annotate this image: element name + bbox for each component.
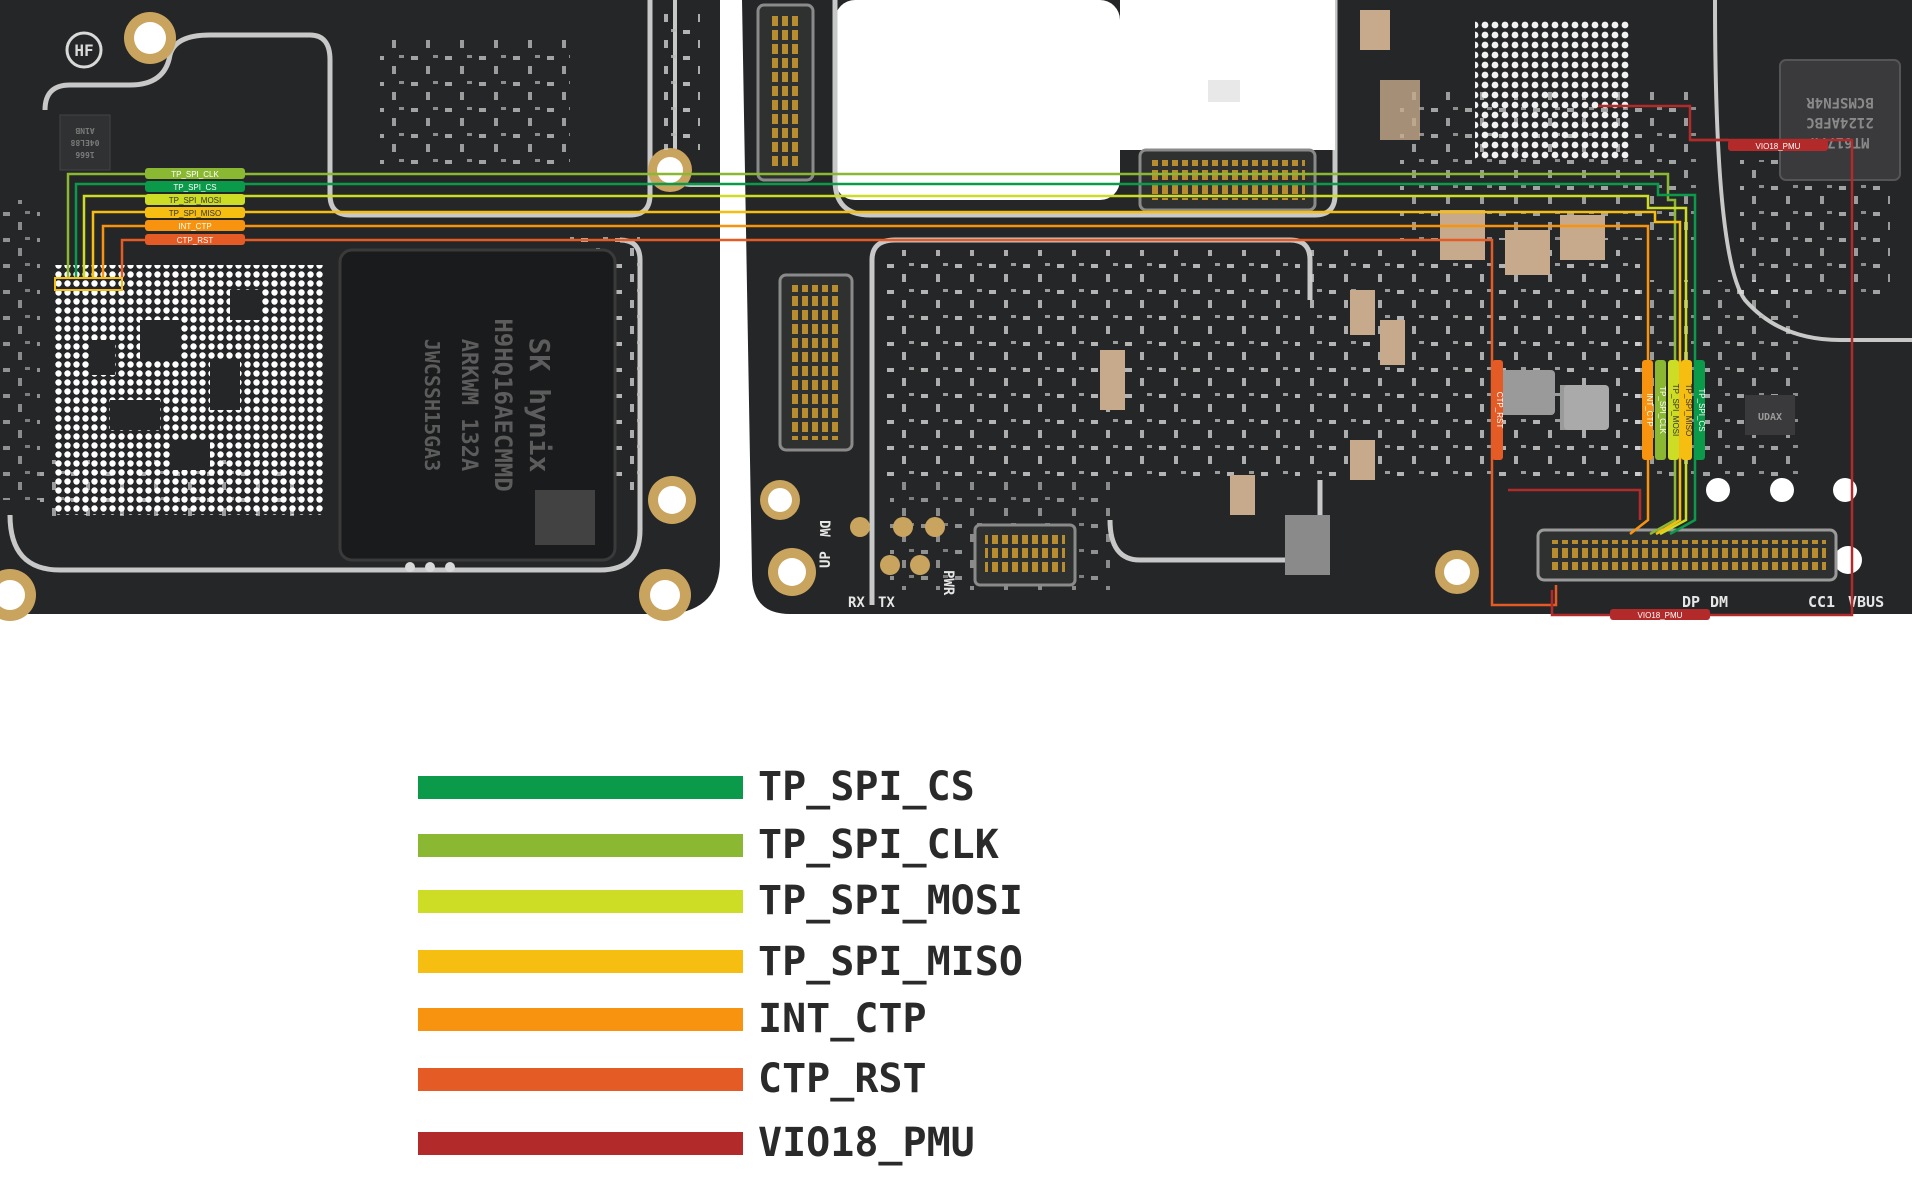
legend: TP_SPI_CS TP_SPI_CLK TP_SPI_MOSI TP_SPI_…	[418, 764, 1023, 1166]
net-tags-right: CTP_RST INT_CTP TP_SPI_CLK TP_SPI_MOSI T…	[1492, 140, 1828, 620]
silk-rx: RX	[848, 595, 865, 611]
rf-chip-lot: 2124AFBC	[1806, 114, 1873, 130]
tag-vio18-pmu-top: VIO18_PMU	[1756, 142, 1801, 151]
small-chip-text-1: 1666	[75, 150, 94, 159]
tag-v-tp-spi-cs: TP_SPI_CS	[1697, 388, 1706, 431]
legend-label-tp-spi-cs: TP_SPI_CS	[758, 764, 975, 810]
memory-chip-brand: SK hynix	[523, 338, 556, 473]
silk-pwr: PWR	[940, 570, 956, 596]
tag-ctp-rst: CTP_RST	[177, 236, 214, 245]
silk-dw: DW	[816, 520, 832, 537]
legend-swatch-tp-spi-miso	[418, 950, 743, 973]
small-chip	[59, 114, 111, 171]
memory-chip-lot: ARKWM 132A	[456, 339, 481, 471]
legend-swatch-tp-spi-clk	[418, 834, 743, 857]
memory-chip-part: H9HQ16AECMMD	[489, 318, 517, 491]
legend-label-int-ctp: INT_CTP	[758, 996, 927, 1042]
silk-vbus: VBUS	[1848, 593, 1884, 611]
legend-swatch-tp-spi-mosi	[418, 890, 743, 913]
tag-tp-spi-cs: TP_SPI_CS	[173, 183, 216, 192]
memory-chip	[338, 248, 617, 562]
legend-label-ctp-rst: CTP_RST	[758, 1056, 927, 1102]
silk-dp: DP	[1682, 593, 1700, 611]
tag-v-int-ctp: INT_CTP	[1645, 393, 1654, 426]
small-ic-text: UDAX	[1758, 412, 1782, 423]
tag-tp-spi-miso: TP_SPI_MISO	[169, 209, 221, 218]
hf-logo	[65, 31, 103, 69]
legend-swatch-vio18-pmu	[418, 1132, 743, 1155]
legend-label-tp-spi-mosi: TP_SPI_MOSI	[758, 878, 1023, 924]
tag-v-tp-spi-mosi: TP_SPI_MOSI	[1671, 384, 1680, 436]
tag-v-tp-spi-miso: TP_SPI_MISO	[1684, 384, 1693, 436]
small-chip-text-3: A1NB	[75, 126, 94, 135]
silk-up: UP	[818, 551, 834, 568]
left-board: HF 1666 04EL88 A1NB SK hynix H9HQ16AECMM…	[0, 0, 720, 621]
memory-chip-code: JWCSSH15GA3	[420, 339, 444, 471]
legend-swatch-int-ctp	[418, 1008, 743, 1031]
right-board: MT6177W 2124AFBC BCMSFN4R UDAX DW UP RX …	[742, 0, 1912, 614]
silk-cc1: CC1	[1808, 593, 1835, 611]
cpu-bga-footprint	[55, 265, 325, 515]
tag-v-ctp-rst: CTP_RST	[1495, 392, 1504, 429]
pmu-bga-footprint	[1475, 20, 1630, 160]
legend-label-tp-spi-miso: TP_SPI_MISO	[758, 939, 1023, 985]
tag-int-ctp: INT_CTP	[178, 222, 211, 231]
tag-tp-spi-clk: TP_SPI_CLK	[171, 170, 219, 179]
legend-label-vio18-pmu: VIO18_PMU	[758, 1120, 975, 1166]
legend-label-tp-spi-clk: TP_SPI_CLK	[758, 822, 999, 868]
rf-chip-code: BCMSFN4R	[1806, 94, 1874, 110]
hf-logo-text: HF	[74, 41, 93, 60]
legend-swatch-ctp-rst	[418, 1068, 743, 1091]
tag-tp-spi-mosi: TP_SPI_MOSI	[169, 196, 221, 205]
tag-v-tp-spi-clk: TP_SPI_CLK	[1658, 386, 1667, 434]
net-tags-left: TP_SPI_CLK TP_SPI_CS TP_SPI_MOSI TP_SPI_…	[145, 168, 245, 245]
legend-swatch-tp-spi-cs	[418, 776, 743, 799]
small-chip-text-2: 04EL88	[70, 138, 99, 147]
silk-dm: DM	[1710, 593, 1728, 611]
tag-vio18-pmu-bottom: VIO18_PMU	[1638, 611, 1683, 620]
silk-tx: TX	[878, 595, 895, 611]
